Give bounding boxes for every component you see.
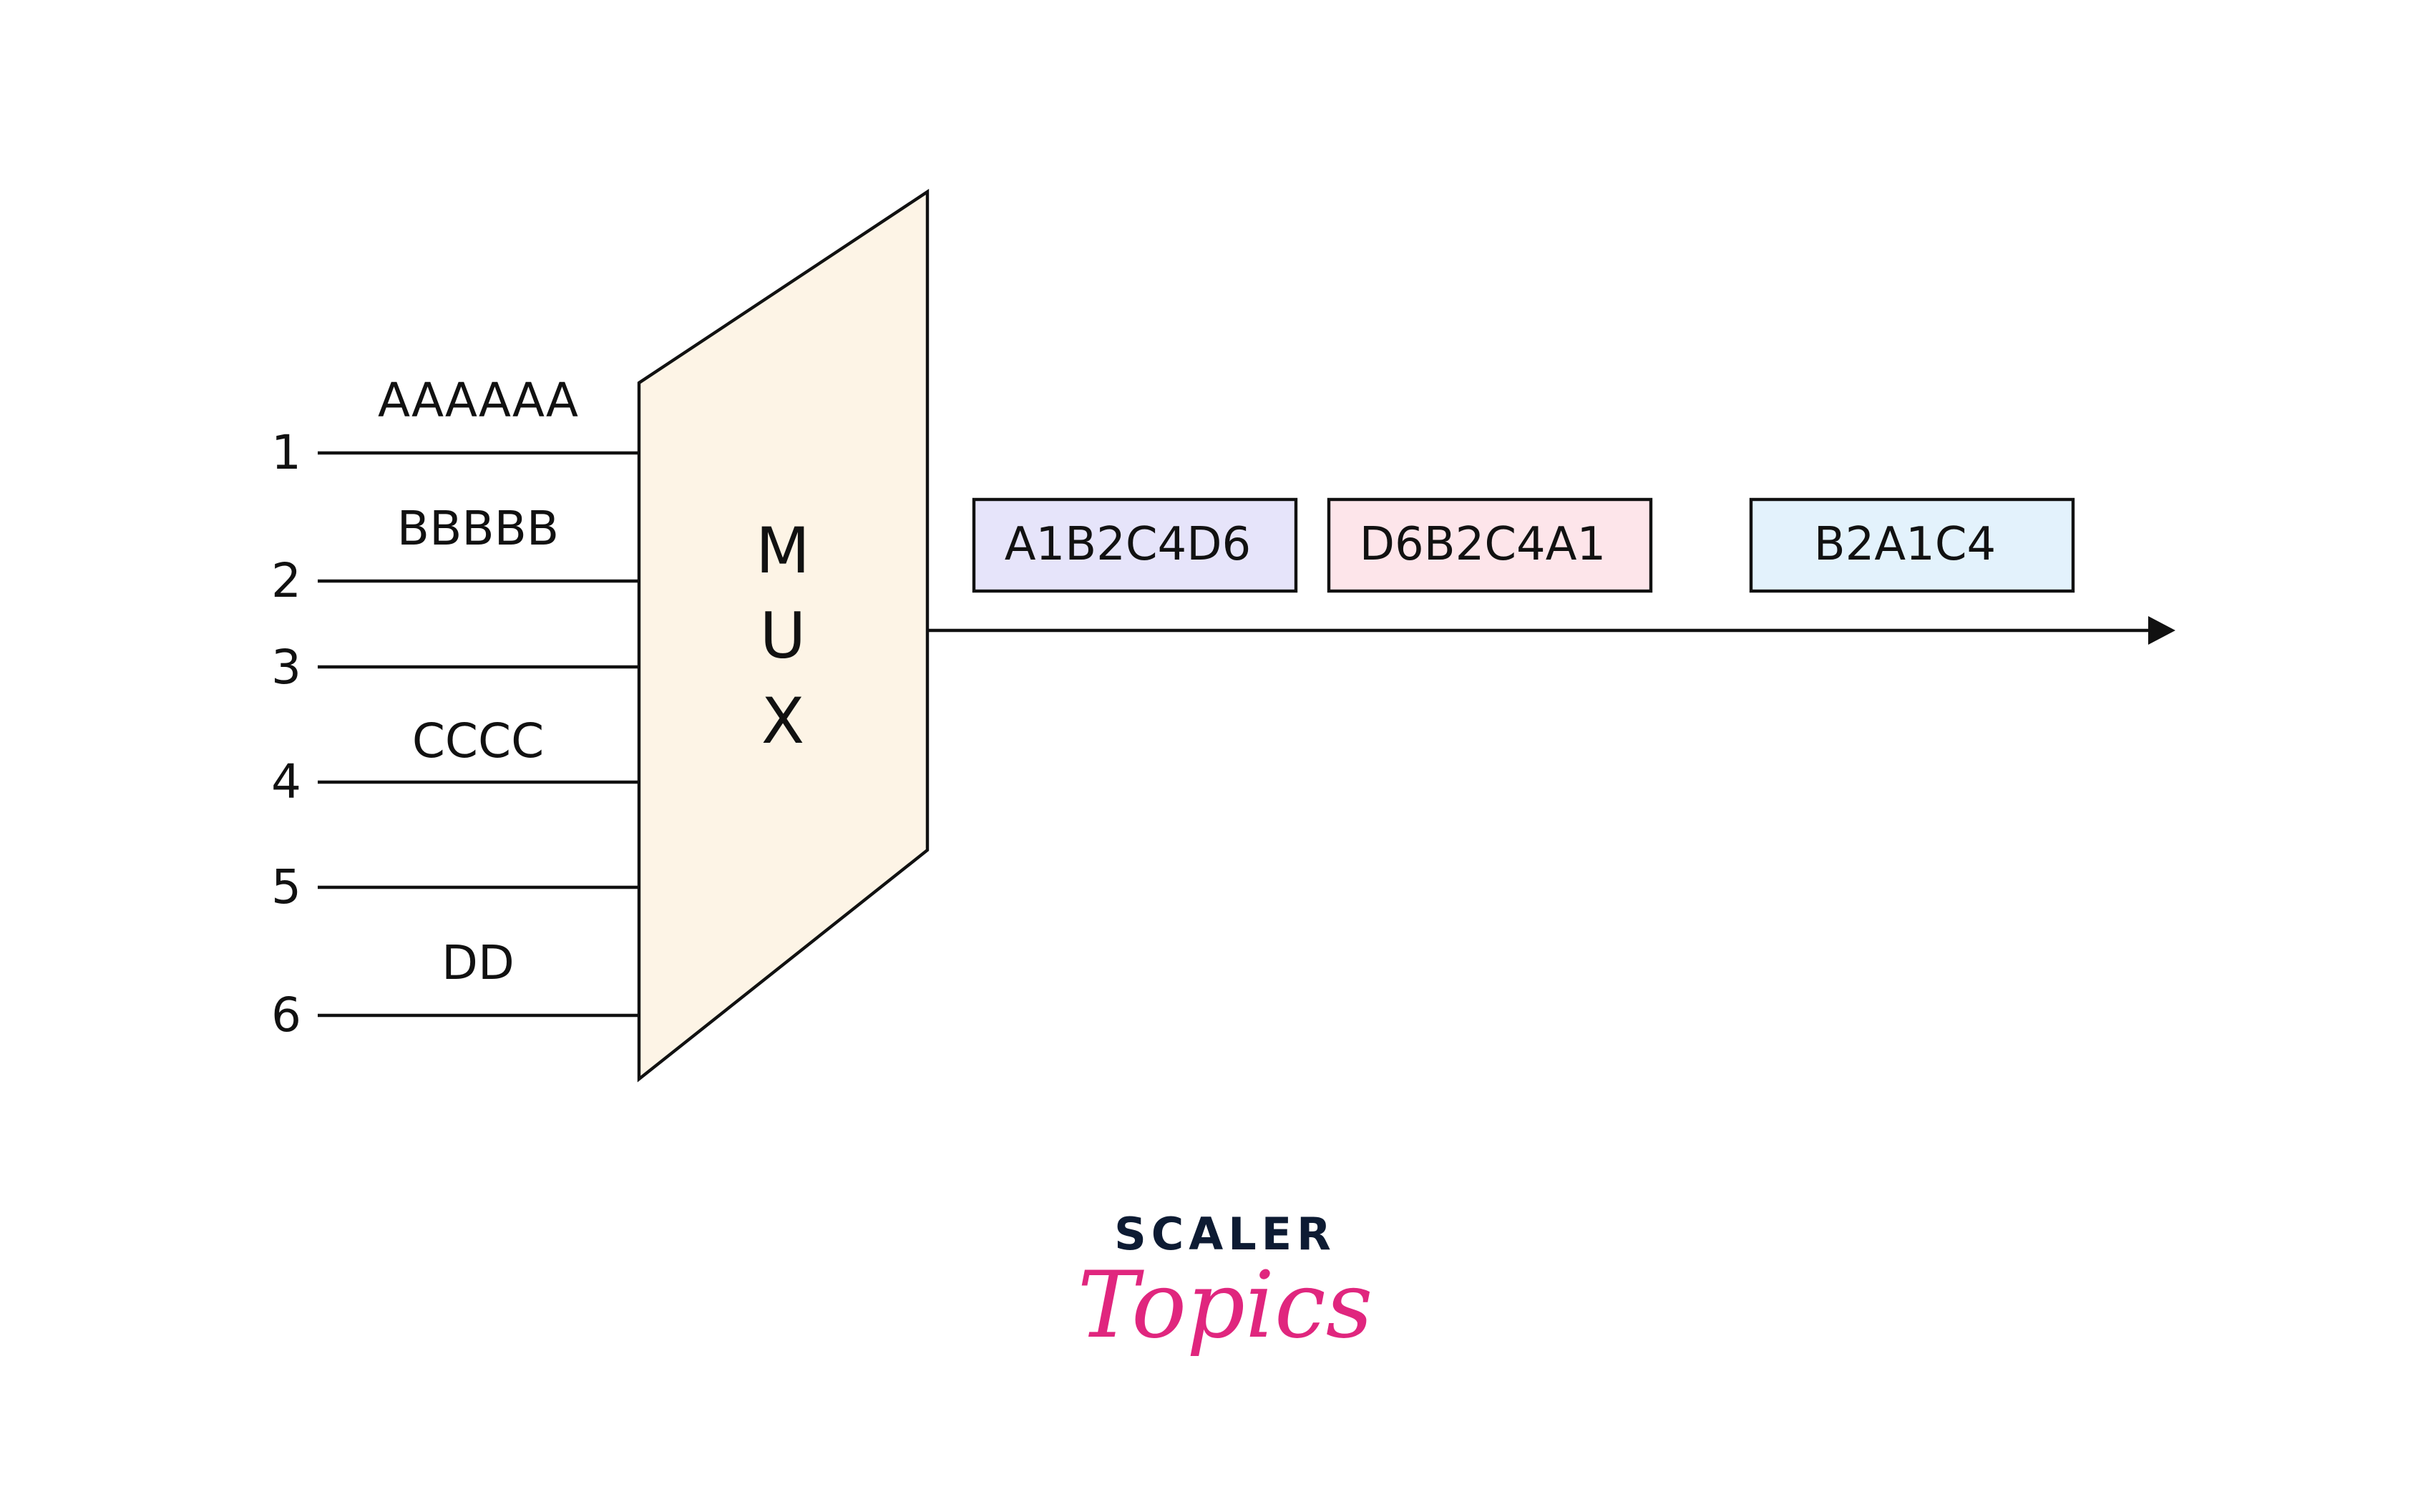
frame-box [1327, 497, 1653, 593]
frame-box [1749, 497, 2075, 593]
input-data-label: BBBBB [397, 501, 559, 556]
mux-letter-u: U [760, 599, 806, 673]
input-1: 1 AAAAAA [271, 373, 639, 480]
frame-label: A1B2C4D6 [1005, 518, 1252, 571]
input-2: 2 BBBBB [271, 501, 639, 608]
input-data-label: CCCC [412, 713, 544, 769]
frame-label: D6B2C4A1 [1360, 518, 1606, 571]
input-3: 3 [271, 640, 639, 695]
input-5: 5 [271, 859, 639, 914]
output-line [927, 616, 2175, 645]
frame-box [972, 497, 1298, 593]
input-number: 1 [271, 425, 301, 480]
mux-trapezoid [637, 188, 930, 1083]
frame-label: B2A1C4 [1814, 518, 1996, 571]
logo-topics-text: Topics [1078, 1252, 1373, 1359]
output-frame-2: D6B2C4A1 [1327, 497, 1653, 593]
input-number: 6 [271, 987, 301, 1043]
input-data-label: DD [442, 935, 515, 990]
input-6: 6 DD [271, 935, 639, 1043]
input-4: 4 CCCC [271, 713, 639, 809]
mux-letter-x: X [761, 684, 804, 758]
input-number: 2 [271, 553, 301, 608]
mux-letter-m: M [756, 514, 810, 587]
input-number: 5 [271, 859, 301, 914]
input-number: 3 [271, 640, 301, 695]
input-data-label: AAAAAA [378, 373, 578, 428]
mux-block: M U X [637, 188, 930, 1083]
arrow-head-icon [2148, 616, 2175, 645]
input-number: 4 [271, 754, 301, 809]
output-frame-3: B2A1C4 [1749, 497, 2075, 593]
output-frame-1: A1B2C4D6 [972, 497, 1298, 593]
scaler-topics-logo: SCALER Topics [1078, 1208, 1373, 1359]
logo-scaler-text: SCALER [1114, 1208, 1336, 1260]
